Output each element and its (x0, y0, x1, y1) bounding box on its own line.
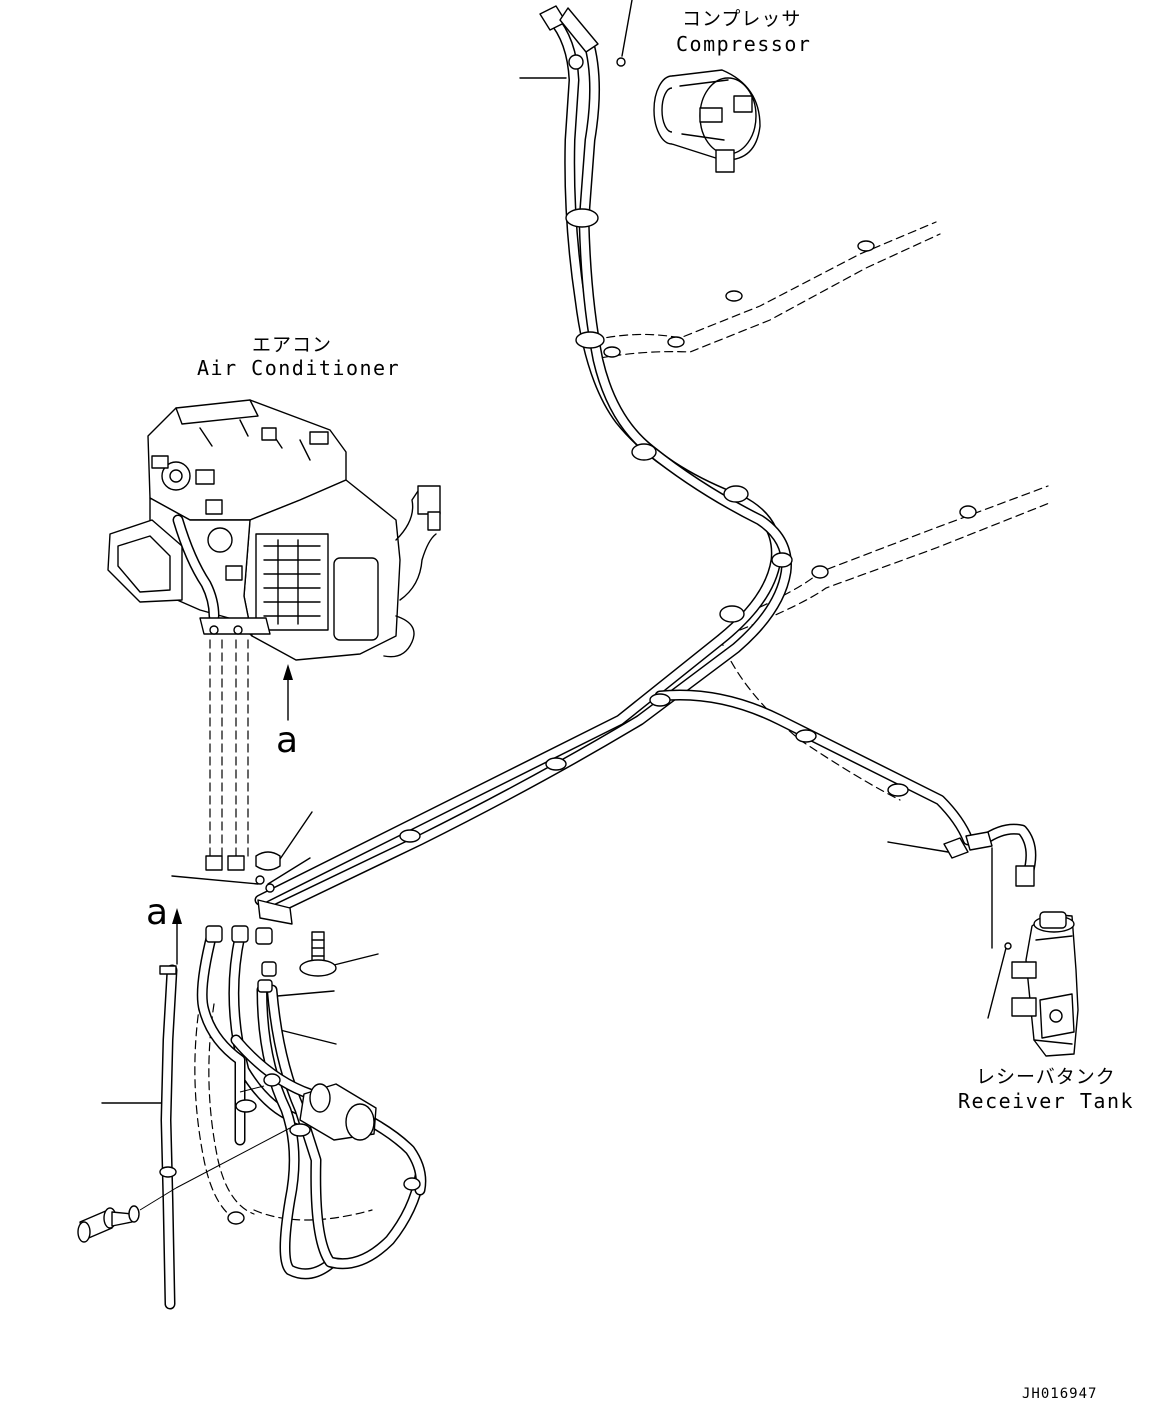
receiver-tank-label-jp: レシーバタンク (976, 1066, 1116, 1088)
refrigerant-hoses (160, 12, 1037, 1310)
view-marker-a-top: a (276, 720, 298, 761)
hose-clamps (159, 208, 977, 1225)
view-marker-a-left: a (146, 892, 168, 933)
air-conditioner-unit (107, 399, 441, 661)
drawing-code: JH016947 (1022, 1386, 1097, 1402)
air-conditioner-label-en: Air Conditioner (197, 356, 400, 380)
compressor-label-en: Compressor (676, 32, 811, 56)
arrow-up-icon (283, 664, 293, 721)
air-conditioner-label-jp: エアコン (252, 334, 332, 356)
compressor-label-jp: コンプレッサ (682, 8, 801, 30)
arrow-up-icon-left (172, 908, 182, 965)
receiver-tank-label-en: Receiver Tank (958, 1089, 1134, 1113)
leader-lines (101, 0, 1007, 1104)
fittings (77, 5, 1035, 1243)
compressor-unit (653, 69, 761, 173)
receiver-tank-unit (1004, 911, 1079, 1057)
